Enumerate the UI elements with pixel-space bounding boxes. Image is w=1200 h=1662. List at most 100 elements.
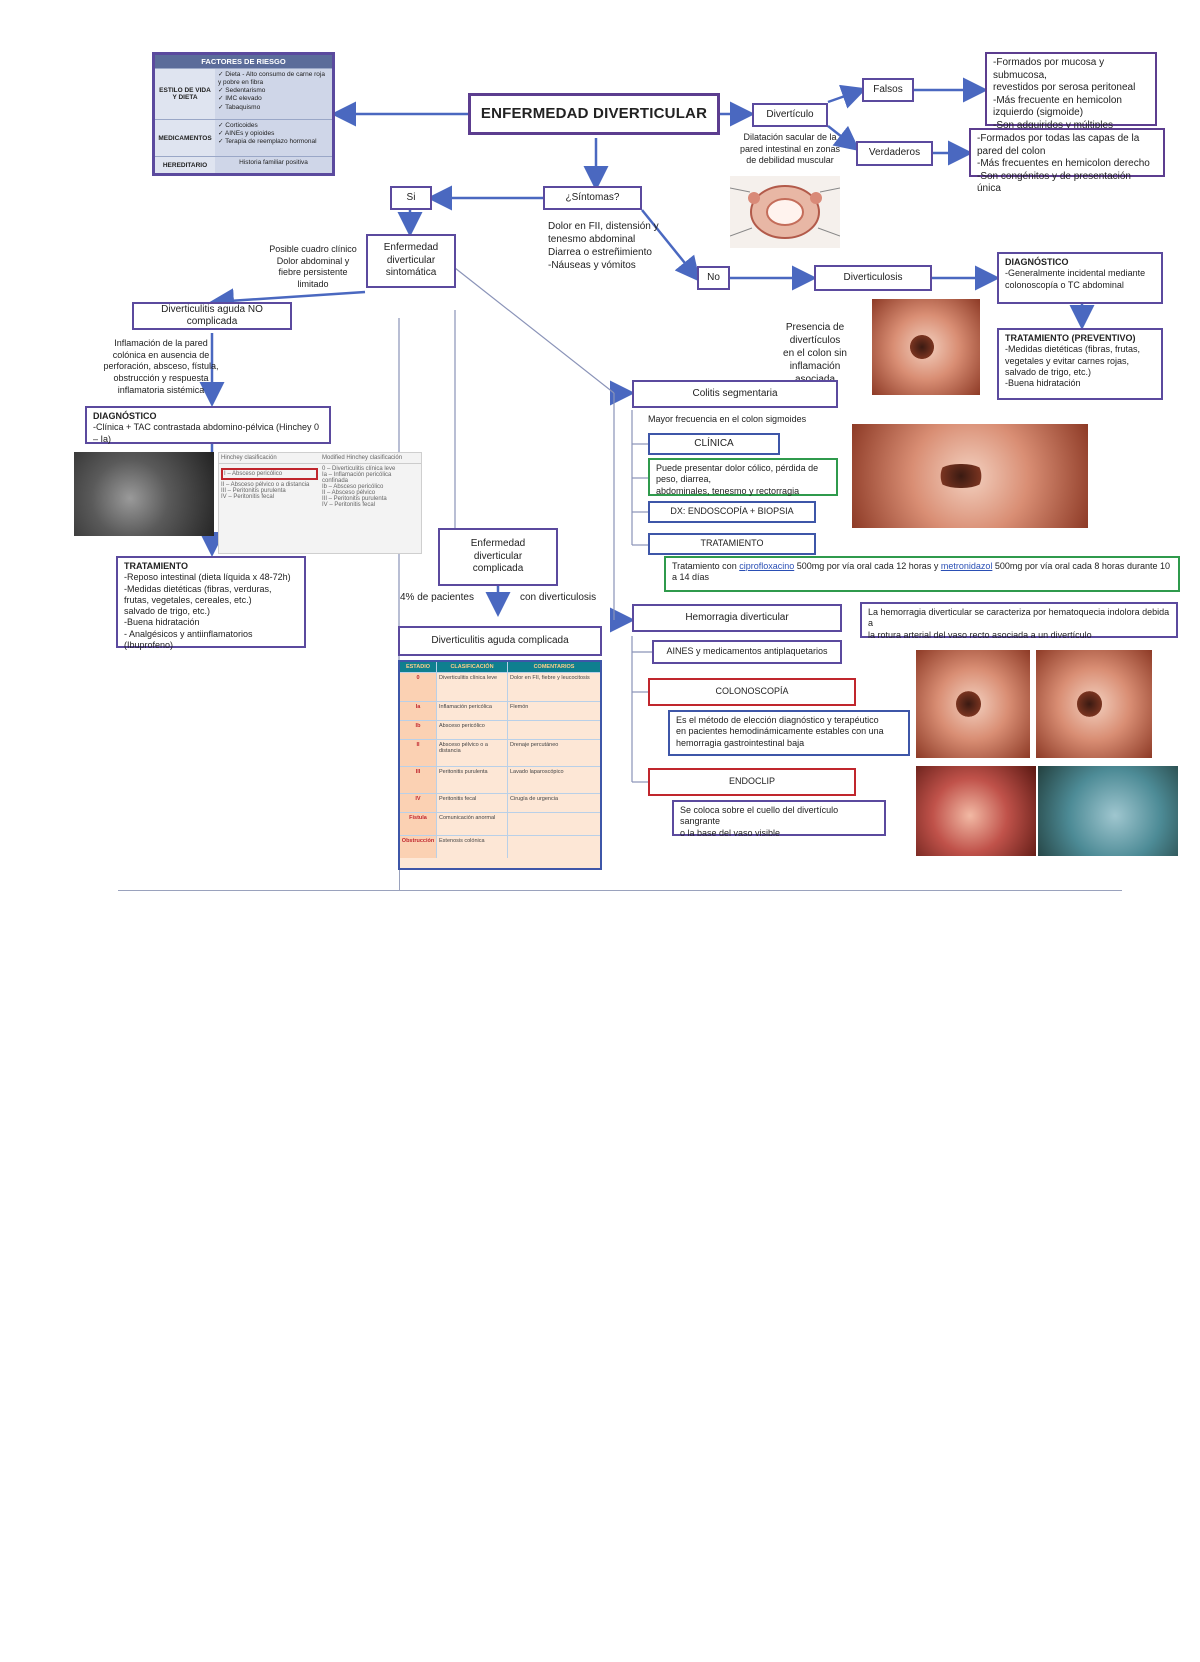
risk-row-label: ESTILO DE VIDA Y DIETA: [155, 69, 215, 119]
diverticulosis-diagnostico-box: DIAGNÓSTICO -Generalmente incidental med…: [997, 252, 1163, 304]
complicada-pct2: con diverticulosis: [520, 592, 597, 603]
colonoscopia-desc-box: Es el método de elección diagnóstico y t…: [668, 710, 910, 756]
comp-head-cell: COMENTARIOS: [508, 662, 600, 672]
colitis-clinica-box: CLÍNICA: [648, 433, 780, 455]
comp-cell: II: [400, 740, 437, 766]
tratamiento-line: -Medidas dietéticas (fibras, frutas,: [1005, 344, 1141, 355]
comp-head-cell: CLASIFICACIÓN: [437, 662, 508, 672]
risk-row-values: ✓ Dieta - Alto consumo de carne roja y p…: [215, 69, 332, 119]
aguda-trat-line: - Analgésicos y antiinflamatorios (Ibupr…: [124, 628, 256, 650]
sintomas-box: ¿Síntomas?: [543, 186, 642, 210]
comp-cell: Lavado laparoscópico: [510, 769, 564, 775]
colitis-tratamiento-box: TRATAMIENTO: [648, 533, 816, 555]
metronidazol-link[interactable]: metronidazol: [940, 561, 993, 571]
diagnostico-line: -Generalmente incidental mediante: [1005, 268, 1146, 279]
hinchey-cell: 0 – Diverticulitis clínica leve: [322, 466, 396, 472]
hinchey-cell: Ib – Absceso pericólico: [322, 484, 384, 490]
colon-desc-line: Es el método de elección diagnóstico y t…: [676, 715, 879, 725]
risk-row-label: HEREDITARIO: [155, 157, 215, 173]
risk-item: ✓ Tabaquismo: [218, 103, 261, 111]
aguda-trat-line: frutas, vegetales, cereales, etc.): [124, 594, 252, 605]
risk-item: ✓ Terapia de reemplazo hormonal: [218, 138, 317, 146]
sintomas-desc-line: tenesmo abdominal: [548, 234, 636, 245]
colon-desc-line: hemorragia gastrointestinal baja: [676, 737, 805, 748]
endoclip-box: ENDOCLIP: [648, 768, 856, 796]
comp-cell: IV: [400, 794, 437, 812]
sintomatica-box: Enfermedad diverticular sintomática: [366, 234, 456, 288]
risk-item: ✓ Dieta - Alto consumo de carne roja y p…: [218, 71, 327, 87]
comp-cell: Ib: [400, 721, 437, 739]
hinchey-col-header: Modified Hinchey clasificación: [322, 455, 403, 461]
complicada-label-line: complicada: [472, 563, 524, 575]
comp-cell: Ia: [400, 702, 437, 720]
comp-cell: Absceso pélvico o a distancia: [437, 740, 508, 766]
sintomas-desc-line: -Náuseas y vómitos: [548, 260, 636, 271]
aguda-trat-line: -Buena hidratación: [124, 617, 200, 628]
diagnostico-line: colonoscopía o TC abdominal: [1005, 279, 1124, 290]
diverticulo-illustration: [730, 176, 840, 248]
risk-row-hereditary: HEREDITARIO Historia familiar positiva: [155, 156, 332, 173]
comp-cell: Drenaje percutáneo: [510, 742, 559, 748]
endoclip-desc-box: Se coloca sobre el cuello del divertícul…: [672, 800, 886, 838]
hinchey-body: I – Absceso pericólico II – Absceso pélv…: [219, 464, 421, 510]
inflam-line: perforación, absceso, fístula,: [103, 361, 219, 372]
aguda-diag-title: DIAGNÓSTICO: [93, 411, 157, 421]
comp-cell: [508, 813, 600, 835]
presence-line: asociada: [760, 373, 870, 386]
ciprofloxacino-link[interactable]: ciprofloxacino: [739, 561, 795, 571]
hinchey-table: Hinchey clasificación Modified Hinchey c…: [218, 452, 422, 554]
presence-line: en el colon sin inflamación: [783, 348, 850, 372]
no-box: No: [697, 266, 730, 290]
diagnostico-title: DIAGNÓSTICO: [1005, 257, 1069, 267]
comp-cell: Estenosis colónica: [437, 836, 508, 858]
trat-text: 500mg por vía oral cada 12 horas y: [794, 561, 941, 571]
diverticulosis-endoscopy-image: [872, 299, 980, 395]
inflam-line: inflamatoria sistémica: [117, 384, 205, 395]
footer-vertical-divider: [399, 870, 400, 890]
hinchey-cell: IV – Peritonitis fecal: [221, 494, 275, 500]
si-box: Si: [390, 186, 432, 210]
presence-line: Presencia de divertículos: [785, 322, 847, 346]
sintomas-desc-line: Dolor en FII, distensión y: [548, 221, 659, 232]
tratamiento-title: TRATAMIENTO (PREVENTIVO): [1005, 333, 1136, 343]
clinica-desc-line: abdominales, tenesmo y rectorragia: [656, 485, 800, 496]
aguda-trat-line: -Reposo intestinal (dieta líquida x 48-7…: [124, 572, 291, 583]
aguda-diag-line: -Clínica + TAC contrastada abdomino-pélv…: [93, 422, 322, 444]
colonoscopia-box: COLONOSCOPÍA: [648, 678, 856, 706]
colitis-box: Colitis segmentaria: [632, 380, 838, 408]
hinchey-cell: IV – Peritonitis fecal: [322, 502, 376, 508]
inflam-line: Inflamación de la pared: [114, 338, 208, 348]
aguda-trat-line: -Medidas dietéticas (fibras, verduras,: [124, 583, 272, 594]
hinchey-cell: I – Absceso pericólico: [221, 468, 318, 480]
diverticulosis-tratamiento-box: TRATAMIENTO (PREVENTIVO) -Medidas dietét…: [997, 328, 1163, 400]
comp-cell: Inflamación pericólica: [437, 702, 508, 720]
endoclip-image-2: [1038, 766, 1178, 856]
risk-row-label: MEDICAMENTOS: [155, 120, 215, 156]
risk-item: ✓ Corticoides: [218, 122, 258, 129]
hinchey-col-1: I – Absceso pericólico II – Absceso pélv…: [219, 464, 320, 510]
hinchey-col-2: 0 – Diverticulitis clínica leve Ia – Inf…: [320, 464, 421, 510]
endo-desc-line: Se coloca sobre el cuello del divertícul…: [680, 805, 841, 827]
hinchey-col-header: Hinchey clasificación: [221, 455, 277, 461]
colitis-endoscopy-image: [852, 424, 1088, 528]
sintomas-desc: Dolor en FII, distensión y tenesmo abdom…: [548, 220, 668, 272]
inflam-line: colónica en ausencia de: [112, 349, 210, 360]
side-note-line: Posible cuadro clínico: [269, 244, 357, 254]
risk-row-meds: MEDICAMENTOS ✓ Corticoides ✓ AINEs y opi…: [155, 119, 332, 156]
falsos-desc-line: izquierdo (sigmoide): [993, 107, 1084, 118]
inflam-line: obstrucción y respuesta: [113, 373, 209, 384]
falsos-desc-line: -Son adquiridos y múltiples: [993, 119, 1114, 131]
comp-table-head: ESTADIO CLASIFICACIÓN COMENTARIOS: [400, 662, 600, 673]
aguda-trat-title: TRATAMIENTO: [124, 561, 188, 571]
comp-head-cell: ESTADIO: [400, 662, 437, 672]
diverticulosis-box: Diverticulosis: [814, 265, 932, 291]
side-note-line: fiebre persistente: [278, 267, 348, 278]
comp-cell: Cirugía de urgencia: [510, 796, 559, 802]
main-title: ENFERMEDAD DIVERTICULAR: [468, 93, 720, 135]
colitis-tratamiento-desc-box: Tratamiento con ciprofloxacino 500mg por…: [664, 556, 1180, 592]
